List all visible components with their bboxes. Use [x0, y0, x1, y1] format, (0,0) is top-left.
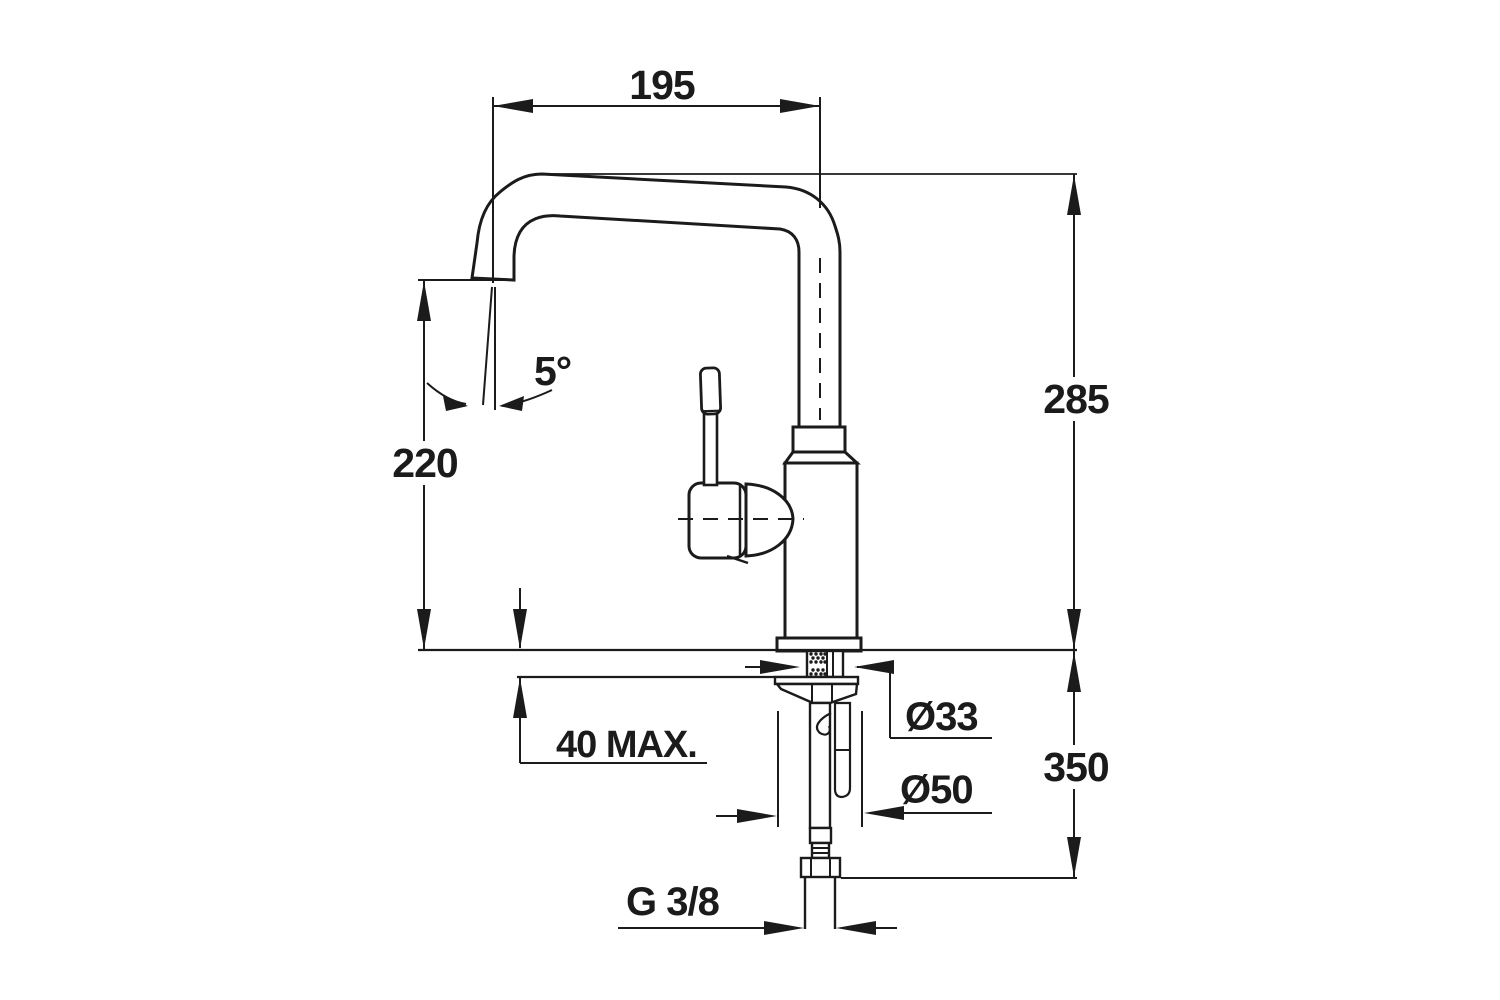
faucet-body [783, 461, 859, 640]
mounting-bracket-wedge [774, 682, 859, 705]
dimension-supply-thread: G 3/8 [618, 880, 897, 935]
dim-label-d50: Ø50 [900, 768, 973, 812]
arrowhead-right [760, 660, 800, 674]
handle-housing [687, 481, 748, 560]
mounting-hardware [773, 649, 860, 929]
dimension-deck-thickness: 40 MAX. [513, 588, 707, 766]
arrowhead-up [1067, 652, 1081, 692]
arrowhead-right [764, 921, 804, 935]
arrowhead-right [780, 99, 820, 113]
dimension-total-height: 285 [545, 173, 1110, 650]
arrowhead-up [1067, 175, 1081, 215]
hose-barbs [810, 841, 831, 860]
label-mask-220 [392, 441, 457, 485]
arrowhead-down [513, 609, 527, 649]
dim-label-angle: 5° [534, 348, 571, 394]
dimension-base-diameter: Ø50 [716, 711, 992, 827]
hose-hex-nut [799, 856, 842, 879]
counter-section [418, 648, 1077, 679]
arrowhead-up [513, 678, 527, 718]
label-mask-350 [1043, 745, 1107, 789]
dim-label-40max: 40 MAX. [556, 724, 697, 766]
arrowhead-left [493, 99, 533, 113]
arrowhead-left [864, 806, 904, 820]
dim-label-285: 285 [1043, 376, 1109, 422]
handle-lever-rod [702, 411, 719, 487]
dim-label-g38: G 3/8 [626, 880, 720, 924]
handle-lever-grip-joint [702, 409, 720, 413]
thread-texture [809, 652, 827, 676]
dimension-outlet-height: 220 [392, 279, 514, 650]
hose-collar [808, 826, 833, 845]
arrowhead-up [417, 281, 431, 321]
label-mask-285 [1045, 377, 1105, 421]
riser-collar [791, 425, 847, 454]
faucet-spout [470, 172, 842, 429]
dimension-spout-reach: 195 [492, 62, 821, 283]
arrowhead-right [737, 809, 777, 823]
angle-arc-left [426, 382, 467, 405]
arc-arrowhead-left [443, 396, 468, 411]
dim-label-350: 350 [1043, 744, 1109, 790]
arrowhead-left [854, 660, 894, 674]
arrowhead-down [1067, 837, 1081, 877]
arrowhead-left [836, 921, 876, 935]
handle-housing-bottom-edge [726, 554, 749, 565]
arrowhead-down [417, 609, 431, 649]
handle-lever-grip [699, 366, 722, 416]
dim-label-195: 195 [629, 62, 695, 108]
angle-ref-tilted [482, 286, 493, 406]
arc-arrowhead-right [499, 396, 524, 411]
dim-label-d33: Ø33 [905, 695, 978, 739]
body-shoulder [782, 450, 861, 465]
arrowhead-down [1067, 609, 1081, 649]
dimension-hole-diameter: Ø33 [745, 660, 992, 739]
dimension-spout-angle: 5° [426, 286, 572, 411]
faucet-outline [470, 172, 863, 653]
retaining-clip [815, 712, 832, 736]
dim-label-220: 220 [392, 440, 458, 486]
dimension-below-deck: 350 [841, 650, 1110, 879]
